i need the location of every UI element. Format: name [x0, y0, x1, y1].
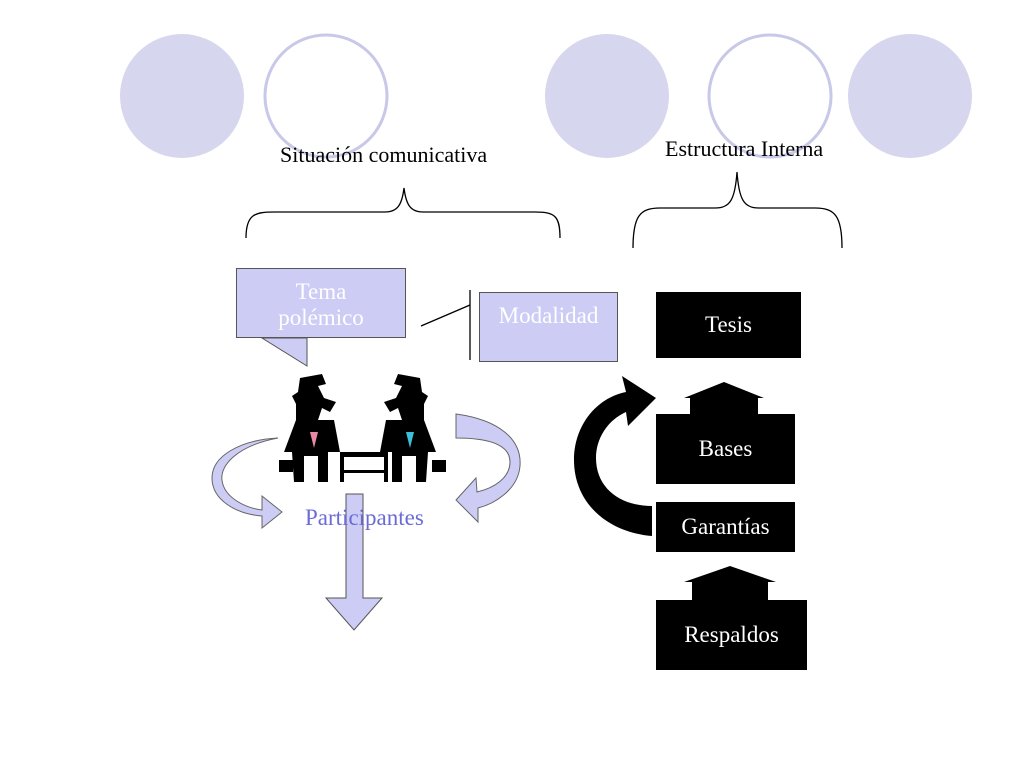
tesis-box: Tesis: [656, 292, 801, 358]
curved-arrow-left-icon: [211, 437, 283, 530]
decor-circle-filled-3: [848, 34, 972, 158]
decor-circle-filled-2: [545, 34, 669, 158]
decor-circle-outline-2: [707, 33, 833, 159]
down-arrow-icon: [324, 493, 384, 631]
modalidad-label: Modalidad: [498, 303, 599, 328]
tesis-label: Tesis: [705, 312, 752, 337]
respaldos-label: Respaldos: [684, 622, 779, 647]
bases-label: Bases: [698, 436, 753, 461]
participants-figures-icon: [279, 374, 446, 482]
brace-estructura: [632, 171, 843, 249]
decor-circle-outline-1: [263, 33, 389, 159]
brace-situacion: [245, 187, 561, 239]
garantias-box: Garantías: [656, 502, 795, 552]
up-arrow-bases-tesis-icon: [684, 382, 764, 414]
tema-line-2: polémico: [278, 305, 364, 330]
heading-estructura-interna: Estructura Interna: [665, 136, 824, 161]
tema-polemico-bubble: Tema polémico: [236, 268, 406, 338]
modalidad-box: Modalidad: [479, 292, 618, 362]
tema-line-1: Tema: [295, 279, 347, 304]
up-arrow-respaldos-garantias-icon: [684, 566, 776, 600]
cycle-arrow-icon: [574, 376, 656, 536]
connector-line: [420, 304, 471, 327]
participantes-label: Participantes: [305, 505, 424, 530]
decor-circle-filled-1: [120, 34, 244, 158]
bases-box: Bases: [656, 414, 795, 484]
speech-bubble-tail: [260, 337, 308, 367]
heading-situacion-comunicativa: Situación comunicativa: [280, 142, 488, 167]
garantias-label: Garantías: [681, 514, 770, 539]
curved-arrow-right-icon: [455, 413, 521, 524]
respaldos-box: Respaldos: [656, 600, 807, 670]
